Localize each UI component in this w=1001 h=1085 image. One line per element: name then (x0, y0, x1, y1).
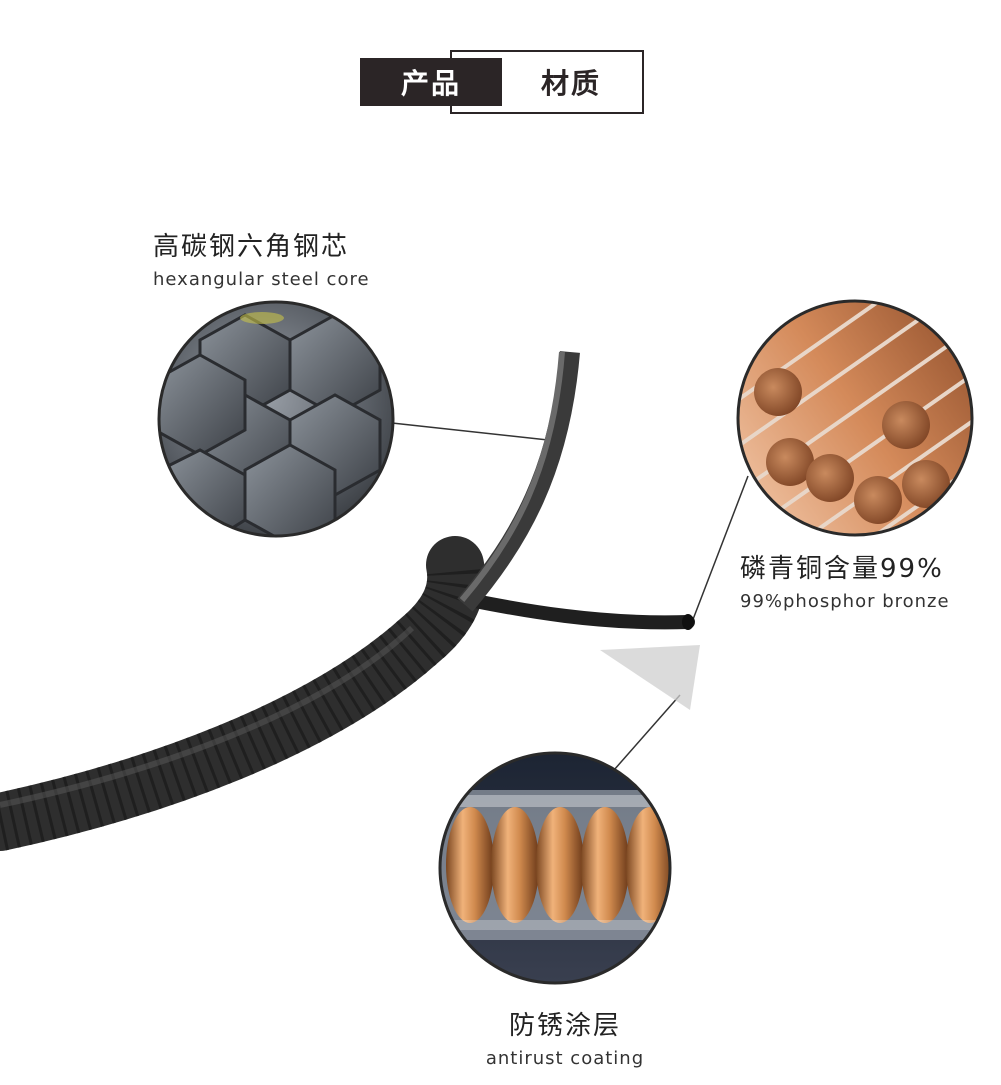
header-tag-material: 材质 (540, 67, 601, 100)
leader-line-steel (391, 422, 549, 441)
feature-antirust-coating-title: 防锈涂层 (508, 1011, 621, 1041)
header-tag-product: 产品 (360, 58, 502, 106)
feature-steel-core-subtitle: hexangular steel core (153, 269, 370, 290)
string-cable (0, 351, 700, 851)
feature-phosphor-bronze-title: 磷青铜含量99% (740, 554, 944, 584)
steel-core-photo (159, 302, 393, 536)
leader-line-coating (613, 694, 681, 771)
feature-phosphor-bronze-subtitle: 99%phosphor bronze (740, 591, 950, 612)
feature-steel-core-title: 高碳钢六角钢芯 (153, 232, 350, 262)
antirust-coating-photo (440, 753, 670, 983)
feature-phosphor-bronze: 磷青铜含量99% 99%phosphor bronze (740, 548, 950, 612)
leader-line-bronze (691, 475, 749, 623)
feature-steel-core: 高碳钢六角钢芯 hexangular steel core (153, 226, 370, 290)
feature-antirust-coating-subtitle: antirust coating (485, 1048, 645, 1069)
section-header: 产品 材质 (360, 50, 644, 114)
feature-antirust-coating: 防锈涂层 antirust coating (480, 1005, 650, 1069)
